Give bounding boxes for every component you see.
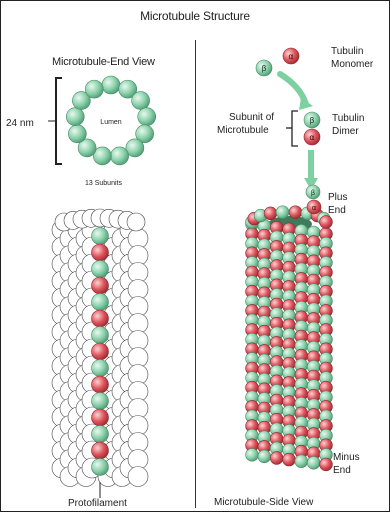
microtubule-side-view	[246, 206, 333, 471]
tube-rim-beta-subunit	[276, 206, 289, 219]
protofilament-beta-subunit	[92, 327, 109, 344]
ring-subunit	[68, 125, 86, 143]
ring-subunit	[66, 108, 84, 126]
protofilament-beta-subunit	[92, 294, 109, 311]
tube-rim-alpha-subunit	[289, 206, 302, 219]
tube-alpha-subunit	[270, 452, 283, 465]
protofilament-outline-subunit	[127, 213, 145, 231]
protofilament-beta-subunit	[92, 426, 109, 443]
tube-beta-subunit	[295, 455, 308, 468]
protofilament-alpha-subunit	[92, 343, 109, 360]
tube-beta-subunit	[246, 448, 259, 461]
tubulin-monomer-beta: β	[256, 60, 272, 76]
protofilament-alpha-subunit	[92, 442, 109, 459]
protofilament-beta-subunit	[92, 360, 109, 377]
tubulin-monomer-alpha: α	[283, 48, 299, 64]
ring-subunit	[102, 76, 120, 94]
svg-text:α: α	[309, 133, 314, 142]
tube-rim-alpha-subunit	[264, 207, 277, 220]
protofilament-alpha-subunit	[92, 277, 109, 294]
tube-rim-alpha-subunit	[320, 216, 333, 229]
protofilament-alpha-subunit	[92, 409, 109, 426]
tube-alpha-subunit	[320, 458, 333, 471]
protofilament-alpha-subunit	[92, 244, 109, 261]
svg-text:α: α	[312, 204, 317, 212]
protofilament-beta-subunit	[92, 228, 109, 245]
protofilament-beta-subunit	[92, 393, 109, 410]
ring-subunit	[132, 92, 150, 110]
ring-subunit	[85, 80, 103, 98]
ring-subunit	[111, 147, 129, 165]
protofilament-alpha-subunit	[92, 376, 109, 393]
protofilament-outline-subunit	[128, 467, 148, 487]
protofilament-beta-subunit	[92, 261, 109, 278]
protofilament-alpha-subunit	[92, 310, 109, 327]
subunit-bracket	[286, 111, 298, 146]
svg-text:β: β	[311, 189, 315, 197]
tube-alpha-subunit	[283, 453, 296, 466]
tube-beta-subunit	[258, 450, 271, 463]
svg-text:α: α	[288, 52, 293, 61]
tube-beta-subunit	[307, 456, 320, 469]
diameter-bracket	[48, 78, 62, 164]
svg-text:β: β	[309, 116, 314, 125]
plus-end-dimer: β α	[306, 185, 321, 214]
ring-subunit	[138, 108, 156, 126]
lumen-label: Lumen	[100, 119, 122, 126]
protofilament-diagram	[52, 209, 148, 487]
tubulin-dimer: β α	[304, 112, 320, 145]
svg-text:β: β	[261, 64, 266, 73]
protofilament-beta-subunit	[92, 459, 109, 476]
